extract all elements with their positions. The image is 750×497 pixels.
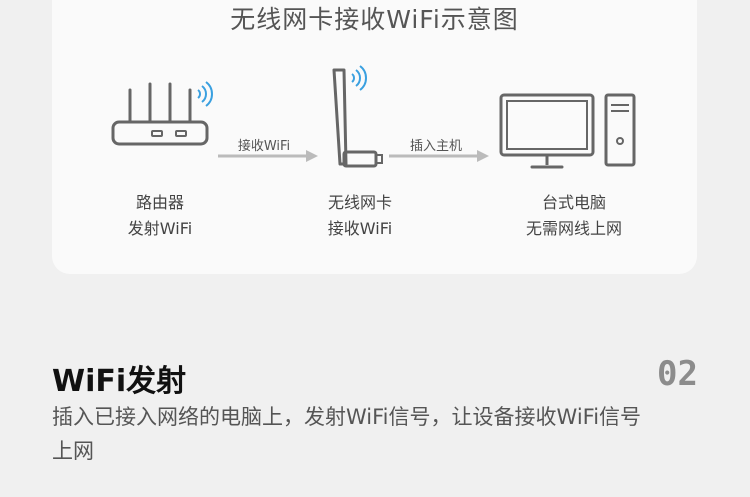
adapter-label-line2: 接收WiFi (327, 219, 393, 238)
adapter-label: 无线网卡 接收WiFi (280, 190, 440, 242)
desktop-computer-icon (499, 93, 636, 169)
usb-wifi-adapter-icon (332, 65, 383, 168)
arrow-insert-label: 插入主机 (409, 139, 462, 154)
arrow-right-icon (218, 150, 318, 162)
router-icon (111, 81, 213, 146)
section-title: WiFi发射 (52, 364, 187, 399)
arrow-receive-label: 接收WiFi (237, 139, 291, 154)
router-label-line2: 发射WiFi (127, 219, 193, 238)
section-description: 插入已接入网络的电脑上，发射WiFi信号，让设备接收WiFi信号上网 (52, 405, 642, 463)
diagram-title: 无线网卡接收WiFi示意图 (230, 5, 519, 34)
arrow-right-icon (389, 150, 489, 162)
desktop-label-line1: 台式电脑 (541, 193, 606, 212)
diagram-card: 无线网卡接收WiFi示意图 路由器 发射WiFi 接收WiFi 无线网卡 接收W… (52, 0, 697, 274)
desktop-label: 台式电脑 无需网线上网 (494, 190, 654, 242)
router-label-line1: 路由器 (135, 193, 184, 212)
router-label: 路由器 发射WiFi (80, 190, 240, 242)
section-number: 02 (657, 354, 698, 394)
desktop-label-line2: 无需网线上网 (525, 219, 622, 238)
adapter-label-line1: 无线网卡 (327, 193, 392, 212)
